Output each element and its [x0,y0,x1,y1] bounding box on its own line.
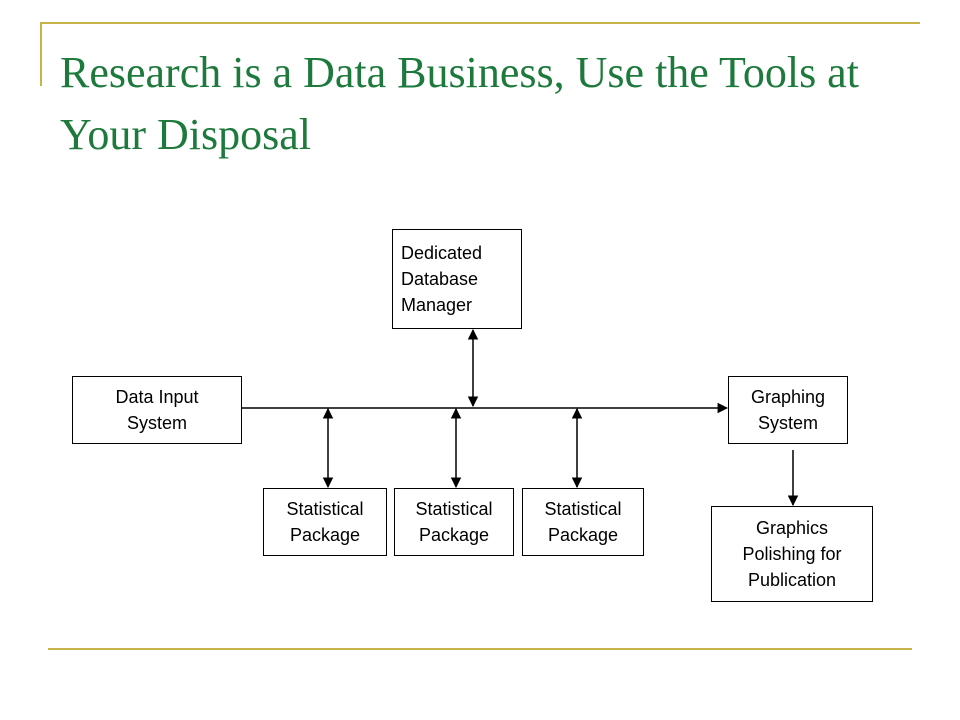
statistical-package-label-1: Statistical Package [286,499,364,545]
statistical-package-label-2: Statistical Package [415,499,493,545]
data-input-box: Data Input System [72,376,242,444]
database-manager-box: Dedicated Database Manager [392,229,522,329]
graphics-polishing-box: Graphics Polishing for Publication [711,506,873,602]
slide-title: Research is a Data Business, Use the Too… [60,48,859,159]
statistical-package-box-2: Statistical Package [394,488,514,556]
graphing-system-box: Graphing System [728,376,848,444]
left-accent-rule [40,22,42,86]
graphing-system-label: Graphing System [750,387,826,433]
top-rule [40,22,920,24]
data-input-label: Data Input System [115,387,199,433]
graphics-polishing-label: Graphics Polishing for Publication [742,518,842,590]
statistical-package-box-1: Statistical Package [263,488,387,556]
bottom-rule [48,648,912,650]
statistical-package-box-3: Statistical Package [522,488,644,556]
database-manager-label: Dedicated Database Manager [401,243,483,315]
statistical-package-label-3: Statistical Package [544,499,622,545]
